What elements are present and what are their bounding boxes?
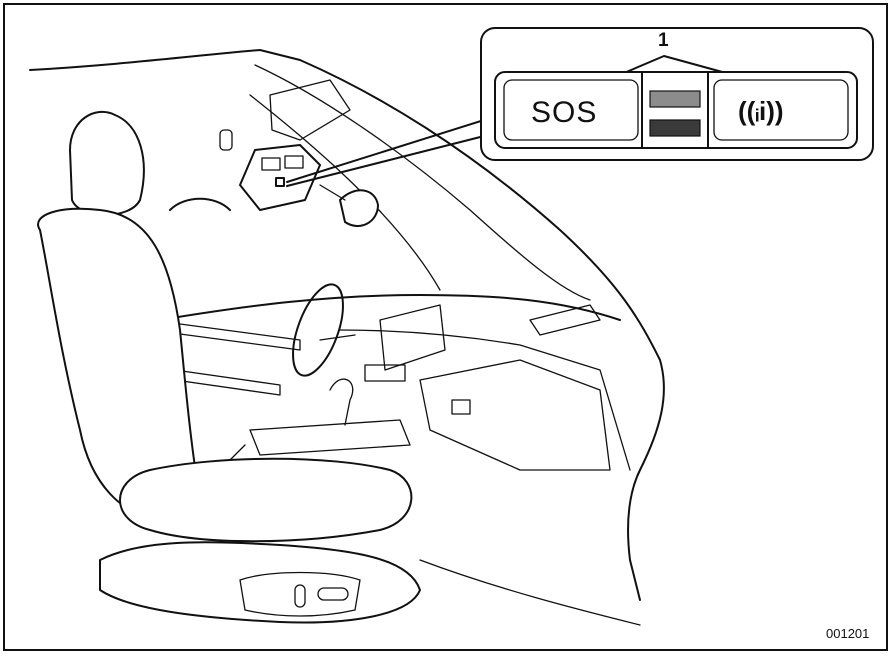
headrest xyxy=(69,110,145,216)
button-panel xyxy=(494,71,858,149)
sos-button-label[interactable]: SOS xyxy=(531,96,598,129)
leader-line-upper xyxy=(286,114,501,183)
seat-cushion xyxy=(119,457,413,543)
seat-slide-switch xyxy=(317,587,349,601)
console-button-small xyxy=(275,177,285,187)
callout-bracket xyxy=(623,55,727,74)
steering-column xyxy=(319,334,356,341)
grab-handle-clip xyxy=(219,129,233,151)
sos-button-face xyxy=(503,79,639,141)
windshield-inner xyxy=(254,64,591,301)
console-light-left xyxy=(261,157,281,171)
floor-line xyxy=(419,559,641,626)
steering-wheel xyxy=(292,283,344,377)
visor xyxy=(269,79,351,141)
door-armrest xyxy=(174,369,281,396)
callout-number: 1 xyxy=(658,30,669,51)
shifter xyxy=(329,378,354,426)
climate-controls xyxy=(364,364,406,382)
glovebox-latch xyxy=(451,399,471,415)
seat-side-panel xyxy=(239,571,361,617)
info-button-label[interactable]: ((ᵢi)) xyxy=(738,96,784,126)
seat-base xyxy=(99,541,421,624)
indicator-light-upper xyxy=(649,90,701,108)
indicator-light-lower xyxy=(649,119,701,137)
center-stack xyxy=(379,304,446,371)
glovebox xyxy=(419,359,611,471)
info-button-face xyxy=(713,79,849,141)
figure-code: 001201 xyxy=(826,626,870,641)
a-pillar xyxy=(249,94,441,291)
seat-recline-switch xyxy=(294,584,306,608)
console-light-right xyxy=(284,155,304,169)
mirror-stem xyxy=(319,184,346,201)
grab-handle xyxy=(169,197,231,211)
seat-back xyxy=(37,207,201,521)
leader-line-lower xyxy=(286,131,501,187)
seatbelt-buckle xyxy=(229,444,246,461)
roof-outline xyxy=(29,49,665,601)
center-console xyxy=(249,419,411,456)
air-vent-right xyxy=(529,304,601,336)
rear-mirror xyxy=(339,189,379,227)
dashboard-top xyxy=(159,294,621,321)
